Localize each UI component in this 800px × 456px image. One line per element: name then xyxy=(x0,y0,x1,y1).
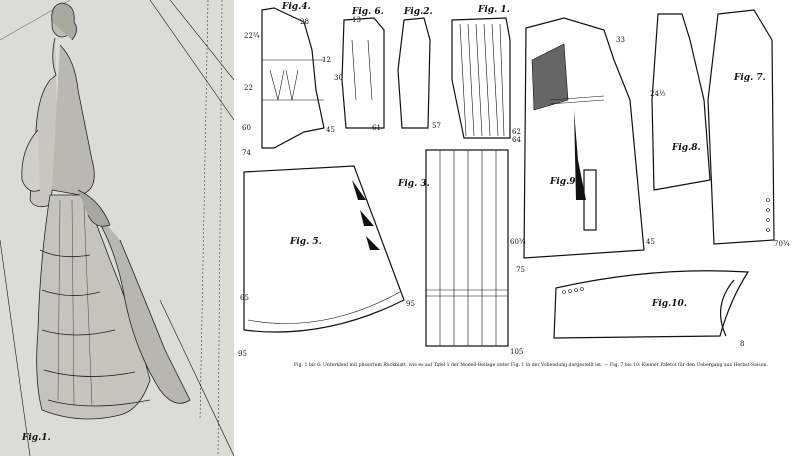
fig6-mark: 13 xyxy=(352,16,361,24)
fig1-left-label: Fig.1. xyxy=(21,433,51,443)
fig3-pattern: Fig. 3. 60¾ 105 xyxy=(397,149,526,356)
fig3-label: Fig. 3. xyxy=(397,179,430,189)
fig2-pattern: Fig.2. 57 xyxy=(397,7,441,130)
dress-figure xyxy=(21,2,191,420)
fig4-mark: 60 xyxy=(242,124,251,132)
fig1-pattern: Fig. 1. 62 64 xyxy=(451,5,521,144)
fig3-mark: 105 xyxy=(510,348,523,356)
fig5-mark: 95 xyxy=(406,300,415,308)
fig1-mark: 64 xyxy=(512,136,521,144)
fig6-mark: 61 xyxy=(372,124,381,132)
fig4-mark: 22 xyxy=(244,84,253,92)
fig5-mark: 65 xyxy=(240,294,249,302)
fig10-pattern: Fig.10. 8 xyxy=(553,270,750,348)
fig8-pattern: Fig.8. 24½ xyxy=(650,13,711,191)
fig9-mark: 33 xyxy=(616,36,625,44)
fig2-mark: 57 xyxy=(432,122,441,130)
pattern-sheet: Fig.4. 22¾ 22 60 74 28 12 45 Fig. 6. 13 … xyxy=(234,0,800,456)
fig4-pattern: Fig.4. 22¾ 22 60 74 28 12 45 xyxy=(242,2,335,157)
fig4-mark: 22¾ xyxy=(244,32,260,40)
fig6-pattern: Fig. 6. 13 30 61 xyxy=(334,7,385,132)
fig5-label: Fig. 5. xyxy=(289,237,322,247)
fashion-illustration: Fig.1. xyxy=(0,0,234,456)
fig10-mark: 8 xyxy=(740,340,744,348)
fig7-label: Fig. 7. xyxy=(733,73,766,83)
fig6-mark: 30 xyxy=(334,74,343,82)
fig9-label: Fig.9. xyxy=(549,177,579,187)
fig1-label: Fig. 1. xyxy=(477,5,510,15)
fig7-mark: 70¾ xyxy=(774,240,790,248)
fig2-label: Fig.2. xyxy=(403,7,433,17)
fig4-mark: 74 xyxy=(242,149,251,157)
fig4-mark: 12 xyxy=(322,56,331,64)
fig8-label: Fig.8. xyxy=(671,143,701,153)
fig6-label: Fig. 6. xyxy=(351,7,384,17)
fig9-pattern: Fig.9. 33 45 75 xyxy=(516,17,655,274)
caption: Fig. 1 bis 6: Unterkleid mit plissirtem … xyxy=(294,362,768,368)
fig9-mark: 75 xyxy=(516,266,525,274)
fig5-mark: 95 xyxy=(238,350,247,358)
fig4-mark: 28 xyxy=(300,18,309,26)
fig5-pattern: Fig. 5. 65 95 95 xyxy=(238,165,415,358)
fig1-mark: 62 xyxy=(512,128,521,136)
fig7-pattern: Fig. 7. 70¾ xyxy=(707,9,790,248)
fig4-mark: 45 xyxy=(326,126,335,134)
fig10-label: Fig.10. xyxy=(651,299,687,309)
fig9-mark: 45 xyxy=(646,238,655,246)
fig8-mark: 24½ xyxy=(650,90,666,98)
fig3-mark: 60¾ xyxy=(510,238,526,246)
fig4-label: Fig.4. xyxy=(281,2,311,12)
